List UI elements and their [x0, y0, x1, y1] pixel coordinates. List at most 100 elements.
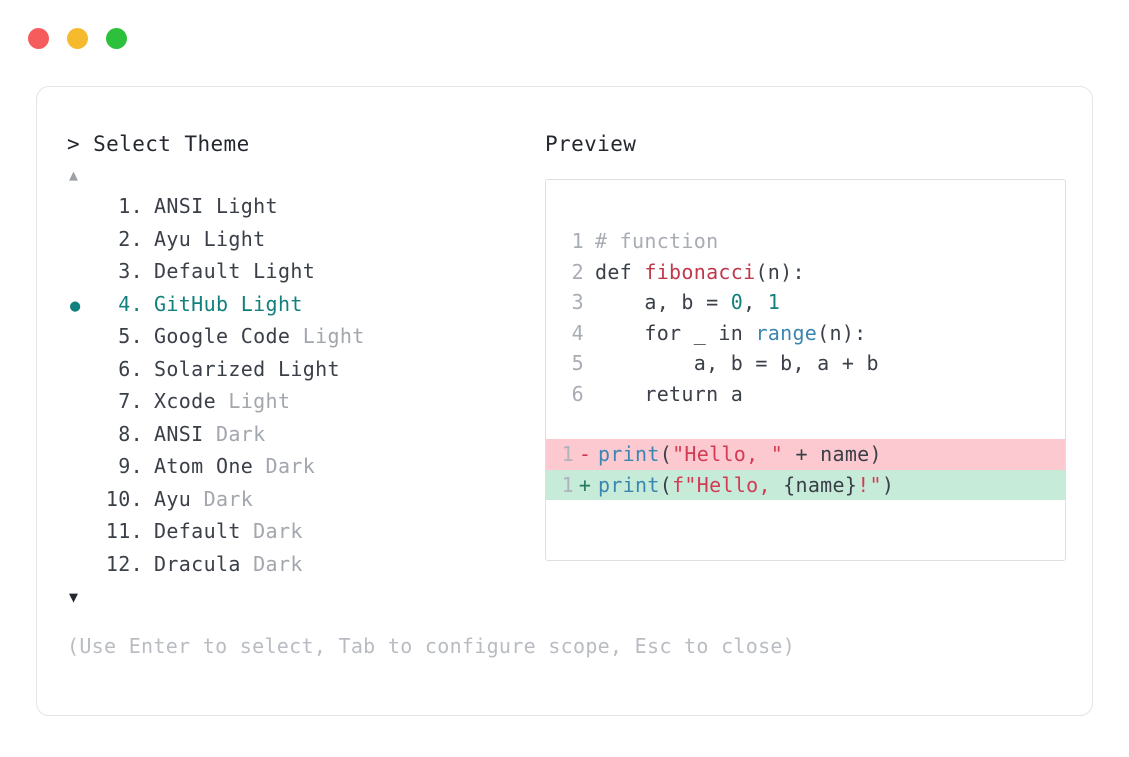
code-token: print: [598, 472, 660, 497]
diff-line-source: print(f"Hello, {name}!"): [596, 470, 900, 501]
code-line-number: 5: [571, 351, 584, 375]
selected-bullet-icon: ●: [70, 295, 81, 316]
code-line-source: def fibonacci(n):: [584, 257, 805, 288]
theme-item-name: Atom One: [154, 454, 254, 478]
diff-preview: 1-print("Hello, " + name)1+print(f"Hello…: [546, 439, 1065, 500]
code-token: ): [881, 472, 895, 497]
maximize-window-button[interactable]: [106, 28, 127, 49]
theme-item-name-space: [191, 484, 203, 515]
theme-item-variant: Light: [203, 226, 266, 251]
code-token: def: [595, 259, 645, 284]
bullet-placeholder: [67, 421, 97, 452]
code-line-source: # function: [584, 226, 718, 257]
theme-list-item[interactable]: 12.Dracula Dark: [67, 549, 537, 582]
theme-item-name-space: [228, 289, 240, 320]
code-token: !": [857, 472, 882, 497]
theme-list-item[interactable]: 5.Google Code Light: [67, 321, 537, 354]
theme-item-index: 1.: [118, 194, 143, 218]
prompt-caret-icon: >: [67, 132, 81, 156]
theme-item-index: 8.: [118, 421, 143, 446]
diff-minus-icon: -: [578, 442, 592, 466]
theme-list-item[interactable]: 11.Default Dark: [67, 516, 537, 549]
code-token: 0: [730, 290, 744, 314]
code-token: return a: [595, 381, 744, 406]
theme-item-variant: Light: [277, 356, 340, 381]
diff-added-line: 1+print(f"Hello, {name}!"): [546, 469, 1065, 501]
theme-list: 1.ANSI Light 2.Ayu Light 3.Default Light…: [67, 191, 537, 581]
code-line-number: 1: [571, 229, 584, 253]
scroll-down-icon[interactable]: ▼: [69, 588, 79, 606]
bullet-placeholder: [67, 323, 97, 354]
theme-list-item[interactable]: 2.Ayu Light: [67, 224, 537, 257]
theme-item-variant: Dark: [253, 519, 303, 543]
code-token: f"Hello,: [672, 472, 784, 497]
diff-line-source: print("Hello, " + name): [596, 439, 888, 470]
code-line: 1 # function: [546, 226, 1065, 257]
theme-item-name: Default: [154, 519, 241, 543]
preview-label: Preview: [545, 132, 637, 156]
window-traffic-lights: [28, 28, 127, 49]
code-spacer: [546, 409, 1065, 439]
bullet-placeholder: [67, 388, 97, 419]
theme-item-name-space: [241, 549, 253, 580]
code-token: # function: [595, 229, 719, 253]
theme-item-name: Xcode: [154, 389, 216, 413]
code-line-number: 4: [571, 320, 584, 345]
code-token: {name}: [783, 472, 858, 497]
theme-list-item[interactable]: 1.ANSI Light: [67, 191, 537, 224]
theme-list-item[interactable]: 6.Solarized Light: [67, 354, 537, 387]
code-token: (n):: [817, 320, 867, 345]
code-token: (n):: [755, 259, 805, 284]
page-title: > Select Theme: [67, 131, 537, 157]
theme-item-variant: Dark: [253, 551, 303, 576]
code-line-source: return a: [584, 379, 743, 410]
theme-item-variant: Dark: [203, 486, 254, 511]
theme-item-name: Solarized: [154, 356, 266, 381]
code-token: "Hello, ": [672, 442, 784, 466]
code-line-source: a, b = 0, 1: [584, 287, 780, 318]
diff-line-number: 1: [561, 442, 574, 466]
theme-selector-card: > Select Theme ▲ 1.ANSI Light 2.Ayu Ligh…: [36, 86, 1093, 716]
bullet-placeholder: [67, 193, 97, 224]
code-line: 5 a, b = b, a + b: [546, 348, 1065, 379]
theme-item-name-space: [241, 516, 253, 547]
theme-list-item[interactable]: 3.Default Light: [67, 256, 537, 289]
theme-list-item[interactable]: 8.ANSI Dark: [67, 419, 537, 452]
theme-item-name-space: [266, 354, 278, 385]
scroll-up-icon[interactable]: ▲: [69, 166, 79, 184]
theme-item-variant: Light: [215, 194, 278, 218]
theme-item-name: Ayu: [154, 226, 192, 251]
code-line-number: 2: [571, 259, 584, 284]
theme-item-name-space: [253, 451, 265, 482]
theme-item-name: Google Code: [154, 324, 291, 348]
theme-item-name-space: [204, 419, 216, 450]
close-window-button[interactable]: [28, 28, 49, 49]
code-token: a, b =: [595, 290, 731, 314]
diff-removed-line: 1-print("Hello, " + name): [546, 439, 1065, 470]
theme-item-variant: Dark: [215, 421, 266, 446]
bullet-placeholder: [67, 258, 97, 289]
theme-item-name: Ayu: [154, 486, 192, 511]
theme-list-column: > Select Theme ▲ 1.ANSI Light 2.Ayu Ligh…: [67, 131, 796, 659]
bullet-placeholder: [67, 226, 97, 257]
code-token: print: [598, 442, 660, 466]
code-token: ,: [743, 290, 768, 314]
code-line-source: a, b = b, a + b: [584, 348, 879, 379]
theme-list-item[interactable]: 7.Xcode Light: [67, 386, 537, 419]
theme-item-index: 3.: [118, 259, 143, 283]
theme-item-index: 4.: [118, 291, 143, 316]
theme-list-item[interactable]: 10.Ayu Dark: [67, 484, 537, 517]
code-line-number: 3: [571, 290, 584, 314]
theme-list-item[interactable]: ●4.GitHub Light: [67, 289, 537, 322]
code-line: 6 return a: [546, 379, 1065, 410]
code-line-source: for _ in range(n):: [584, 318, 867, 349]
minimize-window-button[interactable]: [67, 28, 88, 49]
theme-list-item[interactable]: 9.Atom One Dark: [67, 451, 537, 484]
diff-plus-icon: +: [578, 472, 592, 497]
theme-item-variant: Dark: [265, 454, 316, 478]
keyboard-hint: (Use Enter to select, Tab to configure s…: [67, 634, 796, 658]
